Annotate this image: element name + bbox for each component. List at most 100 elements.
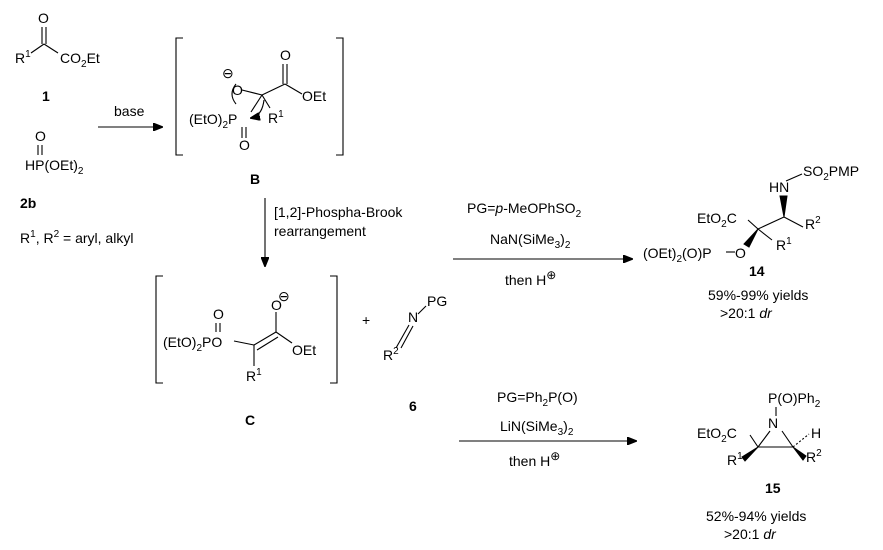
imine-n-pg-bond bbox=[417, 305, 427, 315]
product-14-dr: >20:1 dr bbox=[720, 305, 773, 321]
compound-1-bond bbox=[30, 43, 45, 54]
p15-wedge-bond bbox=[741, 446, 759, 462]
step-to-14: PG=p-MeOPhSO2 NaN(SiMe3)2 then H⊕ bbox=[453, 200, 632, 288]
p15-h: H bbox=[811, 425, 821, 441]
imine-double-bond bbox=[395, 324, 410, 349]
intermediate-b-label: B bbox=[250, 171, 260, 187]
p14-nh: HN bbox=[769, 179, 789, 195]
c-enolate-double-bond bbox=[256, 336, 279, 351]
step-14-quench: then H⊕ bbox=[505, 268, 556, 288]
product-15-label: 15 bbox=[765, 480, 781, 496]
p14-wedge-bond bbox=[779, 195, 788, 218]
p14-n-s-bond bbox=[785, 173, 803, 182]
b-ester: OEt bbox=[302, 88, 326, 104]
c-phosphonate: (EtO)2PO bbox=[163, 334, 222, 354]
p14-o: O bbox=[735, 245, 746, 261]
step-to-15: PG=Ph2P(O) LiN(SiMe3)2 then H⊕ bbox=[459, 389, 636, 469]
b-curved-arrow bbox=[231, 83, 237, 105]
product-14-label: 14 bbox=[749, 263, 765, 279]
compound-1-ester: CO2Et bbox=[60, 50, 100, 70]
b-minus-charge: ⊖ bbox=[222, 65, 234, 81]
p14-r2: R2 bbox=[805, 215, 821, 232]
p14-so2pmp: SO2PMP bbox=[803, 163, 859, 183]
p14-r1: R1 bbox=[776, 236, 792, 253]
product-15-yield: 52%-94% yields bbox=[706, 508, 806, 524]
b-oxygen-anion: O bbox=[232, 82, 243, 98]
c-minus-charge: ⊖ bbox=[278, 288, 290, 304]
p14-wedge-bond bbox=[743, 228, 759, 248]
step-15-base: LiN(SiMe3)2 bbox=[500, 418, 574, 438]
imine-r2: R2 bbox=[383, 346, 399, 363]
plus-sign: + bbox=[362, 312, 370, 328]
b-p-oxygen: O bbox=[239, 137, 250, 153]
bracket-left bbox=[175, 37, 183, 156]
bracket-right bbox=[336, 37, 344, 156]
c-r1: R1 bbox=[246, 367, 262, 384]
p15-ester: EtO2C bbox=[697, 425, 737, 445]
step-14-base: NaN(SiMe3)2 bbox=[490, 231, 571, 251]
product-15-dr: >20:1 dr bbox=[724, 526, 777, 542]
c-enolate-double-bond bbox=[253, 331, 277, 346]
imine-pg: PG bbox=[427, 293, 447, 309]
p15-r1: R1 bbox=[727, 451, 743, 468]
b-c-r1-bond bbox=[261, 94, 271, 109]
p14-c-r1-bond bbox=[757, 228, 773, 241]
c-p-oxygen: O bbox=[213, 306, 224, 322]
compound-1: R1 O CO2Et 1 bbox=[15, 10, 100, 104]
rearrangement-line2: rearrangement bbox=[274, 223, 366, 239]
c-ester: OEt bbox=[292, 342, 316, 358]
p15-n: N bbox=[768, 415, 778, 431]
imine-6: N PG R2 6 bbox=[383, 293, 447, 414]
b-curved-arrow bbox=[251, 99, 265, 118]
step-rearrangement: [1,2]-Phospha-Brook rearrangement bbox=[265, 198, 403, 266]
p14-ester-bond bbox=[747, 219, 759, 230]
p15-wedge-bond bbox=[792, 446, 807, 461]
bracket-left bbox=[155, 275, 163, 384]
compound-1-oxygen: O bbox=[38, 10, 49, 26]
compound-1-r1: R1 bbox=[15, 49, 31, 66]
b-carbonyl-oxygen: O bbox=[280, 47, 291, 63]
base-reagent: base bbox=[114, 103, 145, 119]
step-15-pg: PG=Ph2P(O) bbox=[497, 389, 578, 409]
compound-2b: O HP(OEt)2 2b R1, R2 = aryl, alkyl bbox=[20, 128, 133, 246]
c-ester-bond bbox=[275, 331, 293, 344]
p15-hashed-bond bbox=[792, 433, 810, 448]
compound-2b-formula: HP(OEt)2 bbox=[25, 157, 84, 177]
b-ester-bond bbox=[284, 83, 303, 95]
p15-r2: R2 bbox=[806, 448, 822, 465]
product-15: P(O)Ph2 N EtO2C H R1 R2 15 52%-94% yield… bbox=[697, 390, 822, 542]
step-14-pg: PG=p-MeOPhSO2 bbox=[467, 200, 582, 220]
compound-2b-label: 2b bbox=[20, 195, 36, 211]
p15-pgroup: P(O)Ph2 bbox=[768, 390, 821, 410]
p14-ester: EtO2C bbox=[697, 210, 737, 230]
product-14: HN SO2PMP R2 EtO2C R1 (OEt)2(O)P O 14 59… bbox=[643, 163, 859, 321]
b-o-c-bond bbox=[241, 89, 263, 96]
imine-6-label: 6 bbox=[409, 398, 417, 414]
imine-n: N bbox=[408, 309, 418, 325]
b-p-c-bond bbox=[250, 94, 263, 113]
step-15-quench: then H⊕ bbox=[509, 449, 560, 469]
compound-1-bond bbox=[43, 43, 59, 54]
b-c-c-bond bbox=[261, 83, 286, 96]
intermediate-b: ⊖ O O OEt (EtO)2P O R1 B bbox=[175, 37, 344, 187]
compound-2b-oxygen: O bbox=[35, 128, 46, 144]
p15-ring-bond bbox=[781, 430, 794, 448]
p14-c-c-bond bbox=[757, 216, 785, 230]
intermediate-c-label: C bbox=[245, 412, 255, 428]
p15-ring-bond bbox=[757, 430, 771, 448]
b-r1: R1 bbox=[268, 109, 284, 126]
rearrangement-line1: [1,2]-Phospha-Brook bbox=[274, 204, 403, 220]
p14-c-r2-bond bbox=[783, 216, 804, 228]
product-14-yield: 59%-99% yields bbox=[708, 287, 808, 303]
intermediate-c: O (EtO)2PO O ⊖ OEt R1 C bbox=[155, 275, 338, 428]
b-phosphonate: (EtO)2P bbox=[189, 111, 237, 131]
step-base: base bbox=[98, 103, 162, 127]
c-enolate-oxygen: O bbox=[271, 297, 282, 313]
c-o-c-bond bbox=[233, 340, 255, 346]
bracket-right bbox=[330, 275, 338, 384]
p15-ester-bond bbox=[749, 434, 759, 448]
imine-double-bond bbox=[400, 325, 414, 349]
substituent-definition: R1, R2 = aryl, alkyl bbox=[20, 229, 133, 246]
compound-1-label: 1 bbox=[42, 88, 50, 104]
